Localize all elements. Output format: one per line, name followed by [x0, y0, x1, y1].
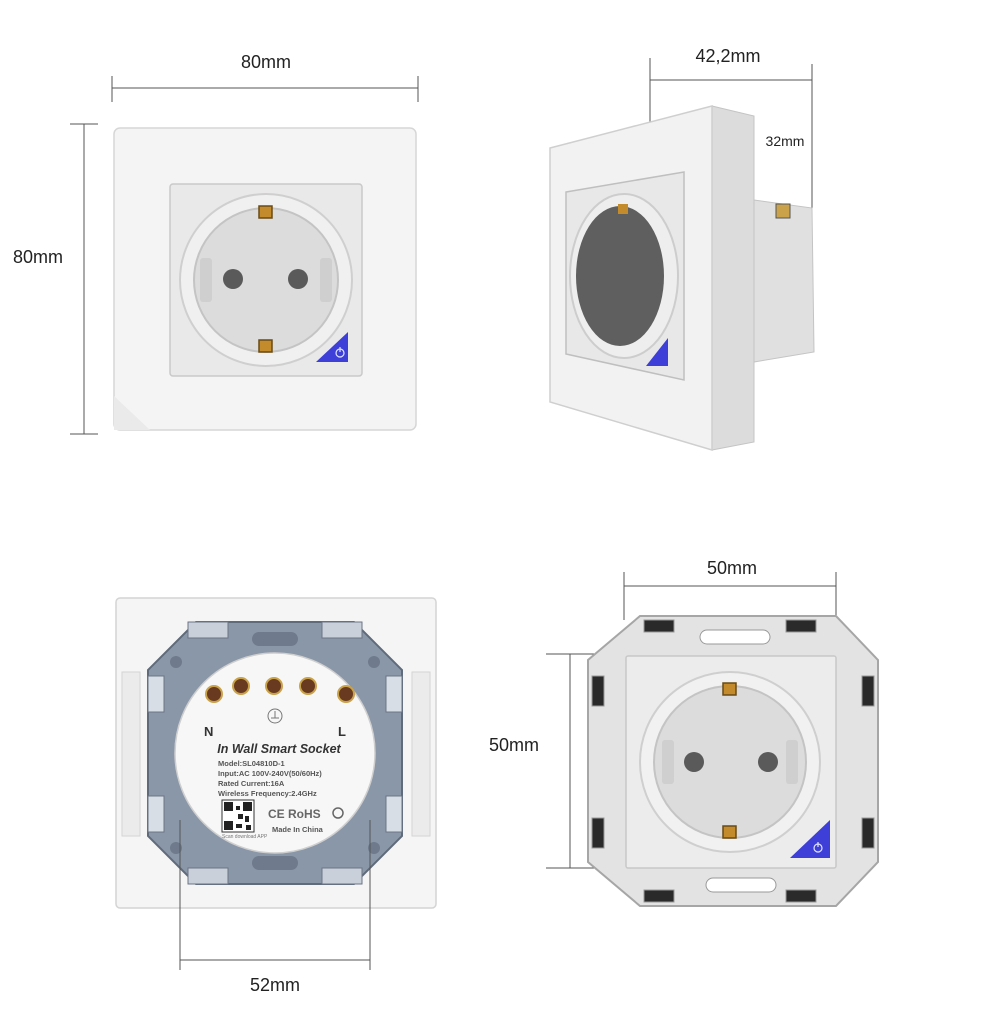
module-label-input: Input:AC 100V-240V(50/60Hz) [218, 769, 322, 778]
qr-caption: Scan download APP [222, 834, 268, 840]
front-earth-clip-top [258, 205, 273, 219]
side-depth-label: 42,2mm [695, 46, 760, 66]
front-height-label: 80mm [13, 247, 63, 267]
module-socket-well [653, 685, 807, 839]
terminal-screw [299, 677, 317, 695]
side-socket-well [576, 206, 664, 346]
module-label-title: In Wall Smart Socket [217, 742, 341, 756]
qr-code [221, 799, 255, 833]
front-power-button [316, 332, 348, 362]
terminal-l-label: L [338, 724, 346, 739]
back-view: N L In Wall Smart Socket Model:SL04810D-… [115, 597, 437, 995]
side-terminal-screw [775, 203, 791, 219]
terminal-n-label: N [204, 724, 213, 739]
module-pin-hole-right [758, 752, 778, 772]
terminal-screw [337, 685, 355, 703]
module-power-button [790, 820, 830, 858]
module-view: 50mm 50mm [489, 558, 879, 907]
terminal-screw [205, 685, 223, 703]
side-view: 42,2mm 32mm [549, 46, 815, 452]
recycle-icon [332, 807, 344, 819]
terminal-screw [265, 677, 283, 695]
side-module-body [753, 199, 815, 363]
side-module-depth-label: 32mm [766, 133, 805, 149]
earth-symbol-icon [267, 708, 283, 724]
front-view: 80mm 80mm [13, 52, 419, 435]
module-height-label: 50mm [489, 735, 539, 755]
back-width-label: 52mm [250, 975, 300, 995]
module-pin-hole-left [684, 752, 704, 772]
front-pin-hole-right [288, 269, 308, 289]
module-width-label: 50mm [707, 558, 757, 578]
front-pin-hole-left [223, 269, 243, 289]
module-label-origin: Made In China [272, 825, 324, 834]
module-label-wireless: Wireless Frequency:2.4GHz [218, 789, 317, 798]
module-label-current: Rated Current:16A [218, 779, 285, 788]
front-width-label: 80mm [241, 52, 291, 72]
front-earth-clip-bottom [258, 339, 273, 353]
compliance-marks: CE RoHS [268, 807, 321, 821]
front-socket-well [193, 207, 339, 353]
terminal-screw [232, 677, 250, 695]
module-label-model: Model:SL04810D-1 [218, 759, 285, 768]
side-power-button [646, 338, 668, 366]
